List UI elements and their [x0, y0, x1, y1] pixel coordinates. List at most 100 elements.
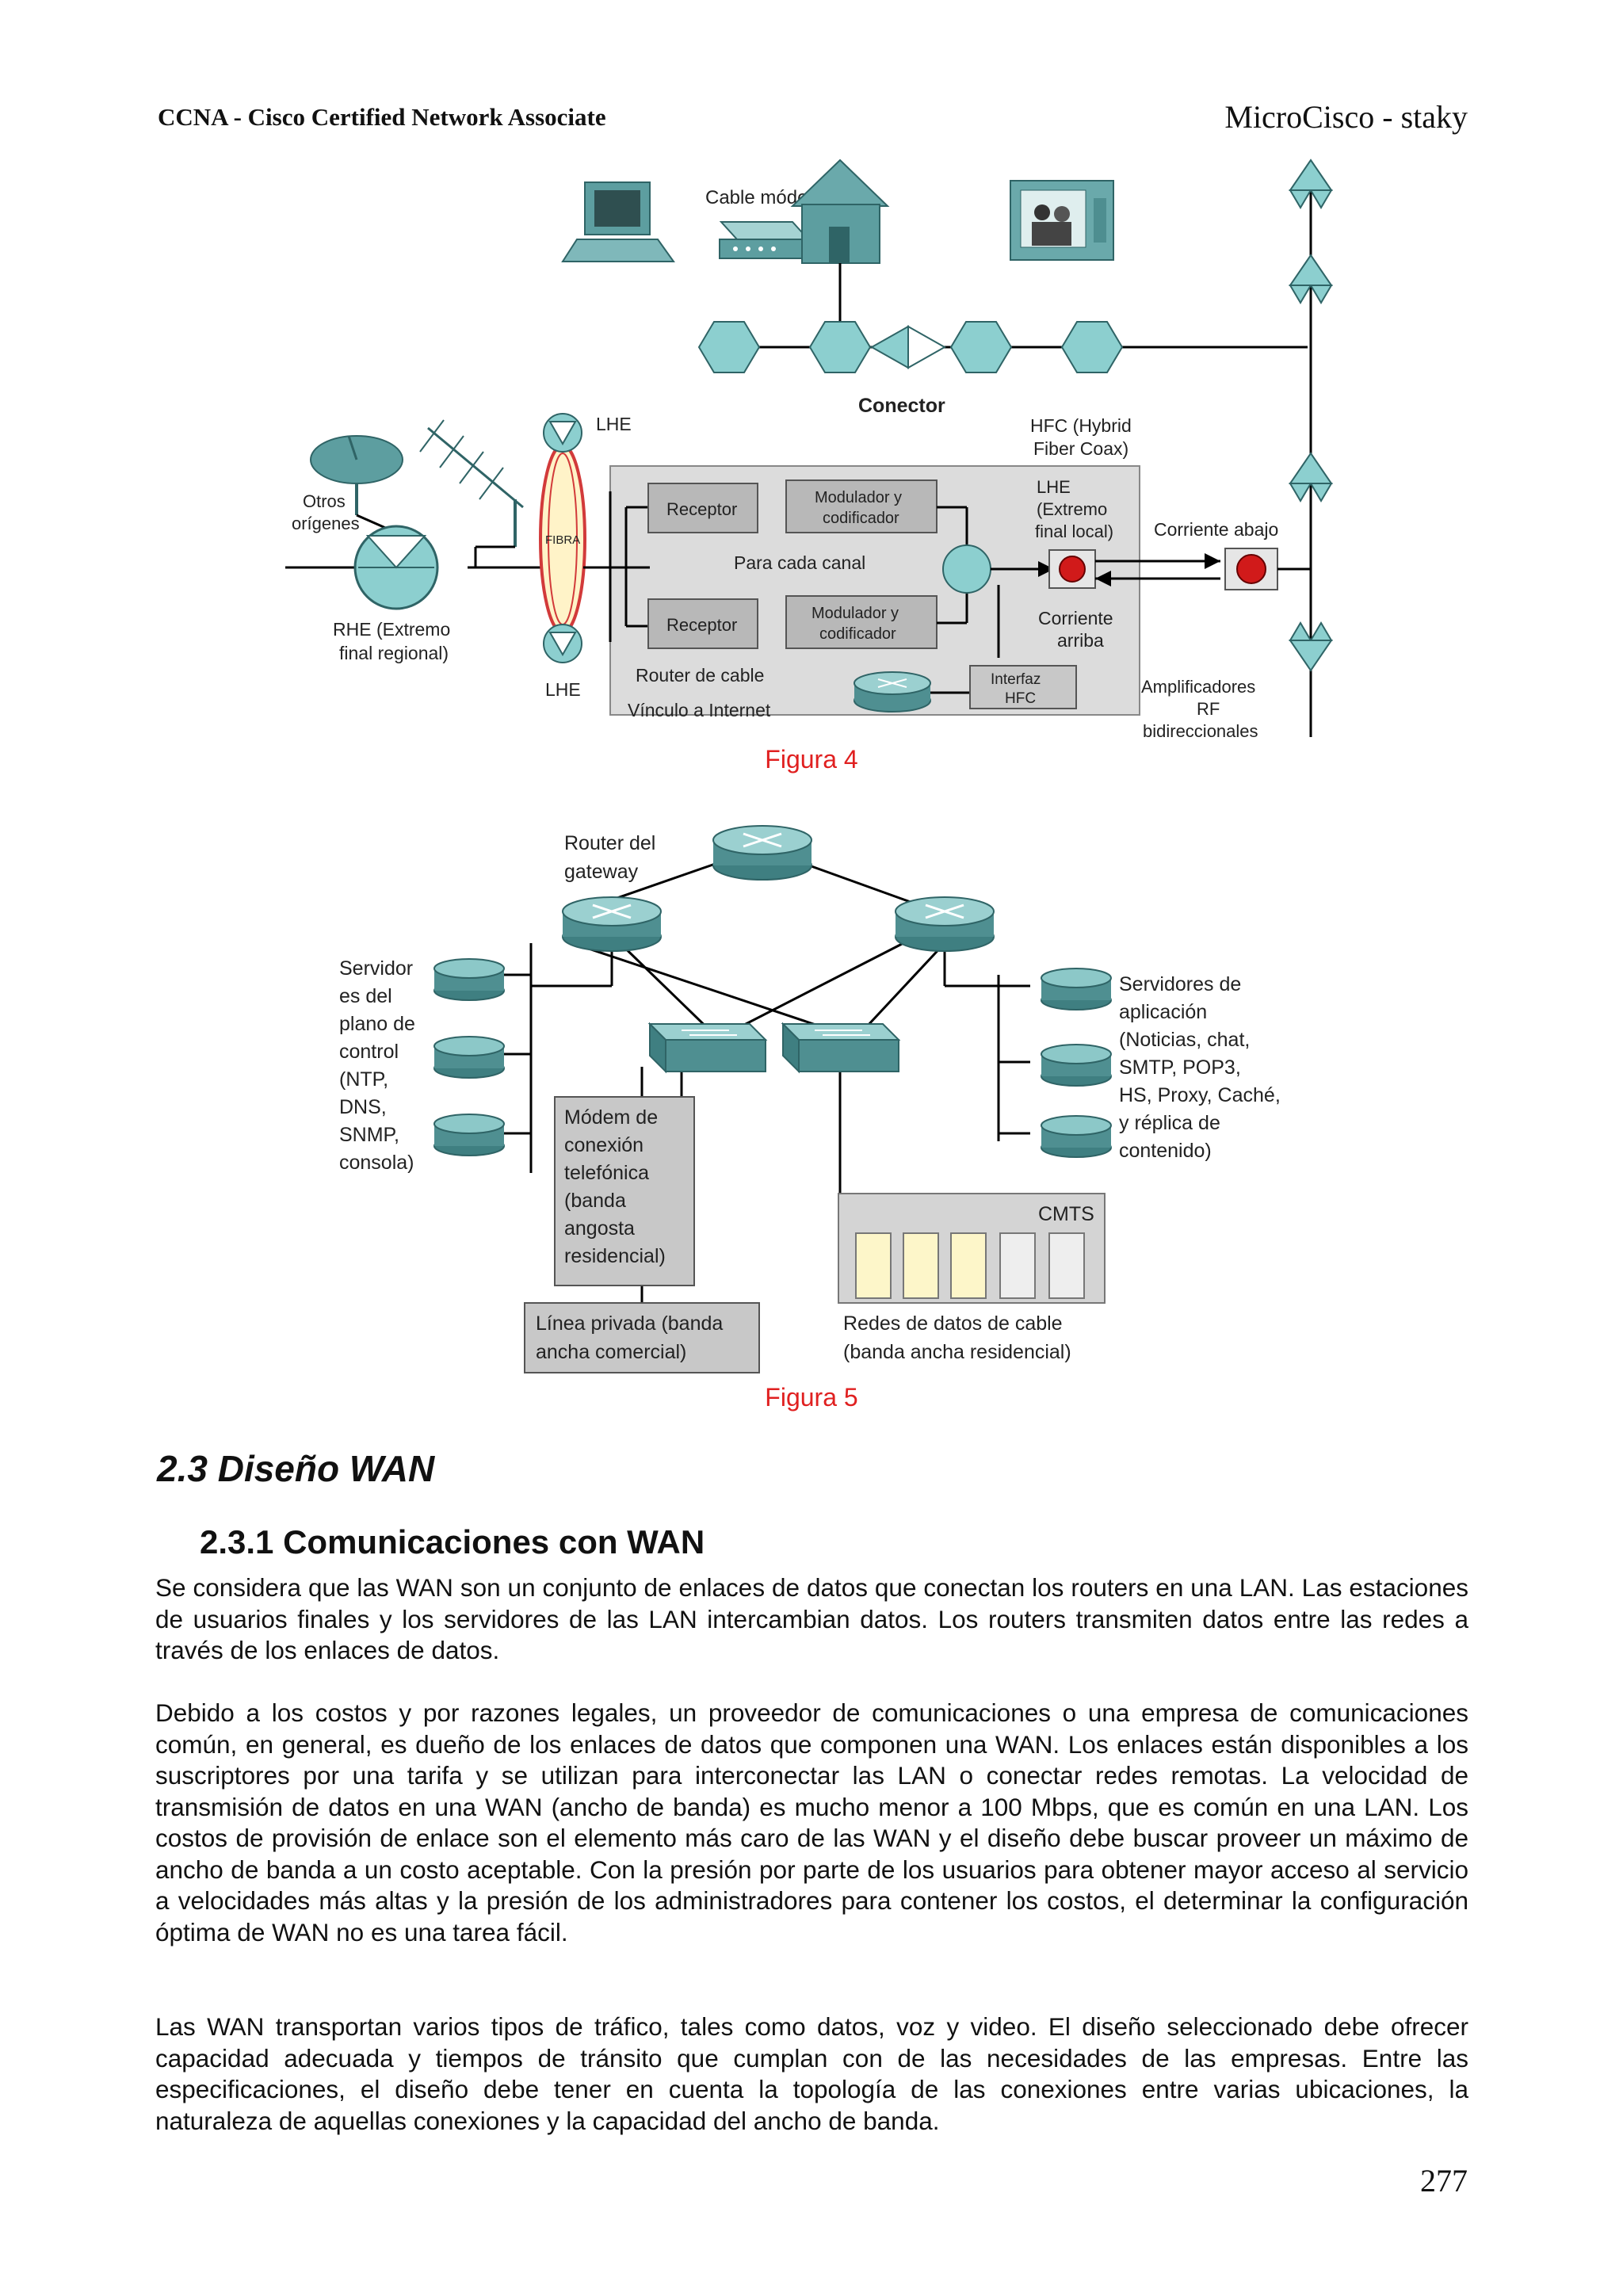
router-icon: [894, 896, 995, 953]
server-icon: [1041, 1115, 1112, 1158]
label-linea-1: Línea privada (banda: [536, 1312, 723, 1335]
label-serv-ctrl-7: SNMP,: [339, 1124, 399, 1146]
label-cmts: CMTS: [1038, 1203, 1094, 1225]
label-serv-app-7: contenido): [1119, 1140, 1212, 1162]
label-modem-3: telefónica: [564, 1162, 649, 1184]
gateway-router-icon: [561, 896, 663, 953]
label-router-gw-2: gateway: [564, 861, 639, 883]
label-rhe-1: RHE (Extremo: [333, 619, 450, 640]
label-lhe-ext-2: (Extremo: [1037, 499, 1107, 519]
label-modem-5: angosta: [564, 1217, 635, 1240]
label-corriente-arriba-1: Corriente: [1038, 608, 1113, 628]
server-icon: [433, 1114, 505, 1156]
server-icon: [433, 1036, 505, 1079]
receptor-box: [647, 483, 758, 533]
label-modem-2: conexión: [564, 1134, 643, 1156]
page-number: 277: [1420, 2163, 1468, 2199]
label-hfc-2: Fiber Coax): [1033, 438, 1128, 459]
computer-icon: [561, 181, 675, 262]
rf-amplifier-stack-bottom: [1289, 452, 1333, 672]
figure-4-caption: Figura 4: [765, 745, 858, 774]
server-icon: [1041, 968, 1112, 1010]
paragraph-2: Debido a los costos y por razones legale…: [155, 1698, 1468, 1946]
label-vinculo: Vínculo a Internet: [628, 700, 771, 720]
label-hfc-1: HFC (Hybrid: [1030, 415, 1132, 436]
rhe-amplifier-icon: [353, 525, 439, 610]
figure-4-cable-diagram: Cable módem Conector: [269, 151, 1363, 753]
label-modem-1: Módem de: [564, 1106, 658, 1129]
server-icon: [433, 958, 505, 1001]
paragraph-1: Se considera que las WAN son un conjunto…: [155, 1573, 1468, 1664]
tap-hexagon: [808, 321, 872, 373]
label-conector: Conector: [858, 395, 945, 417]
router-icon: [712, 824, 813, 881]
label-lhe-ext-3: final local): [1035, 521, 1113, 541]
satellite-dish-icon: [310, 435, 403, 515]
label-redes-1: Redes de datos de cable: [843, 1312, 1063, 1335]
label-lhe-top: LHE: [596, 414, 632, 434]
label-lhe-ext-1: LHE: [1037, 477, 1071, 497]
label-mod-1a: Modulador y: [815, 489, 902, 506]
label-modem-6: residencial): [564, 1245, 666, 1267]
paragraph-3: Las WAN transportan varios tipos de tráf…: [155, 2012, 1468, 2135]
label-serv-ctrl-4: control: [339, 1041, 399, 1063]
rf-amplifier-stack-top: [1289, 159, 1333, 304]
control-servers-label: Servidor es del plano de control (NTP, D…: [339, 957, 415, 1174]
label-lhe-bottom: LHE: [545, 679, 581, 700]
modem-box: [554, 1096, 695, 1286]
lhe-amplifier-top-icon: [543, 413, 582, 453]
cmts-card: [999, 1232, 1036, 1299]
modulator-box: [785, 479, 938, 533]
switch-icon: [649, 1023, 766, 1072]
label-serv-app-5: HS, Proxy, Caché,: [1119, 1084, 1281, 1106]
label-linea-2: ancha comercial): [536, 1341, 686, 1363]
label-modem-4: (banda: [564, 1190, 626, 1212]
combiner-icon: [942, 544, 991, 594]
label-mod-1b: codificador: [823, 510, 899, 527]
television-icon: [1010, 180, 1114, 261]
linea-privada-box: [524, 1302, 760, 1373]
section-heading: 2.3 Diseño WAN: [157, 1448, 435, 1489]
label-interfaz-2: HFC: [1005, 690, 1036, 707]
server-icon: [1041, 1044, 1112, 1087]
label-serv-ctrl-3: plano de: [339, 1013, 415, 1035]
amplifier-icon: [869, 325, 947, 369]
label-serv-app-2: aplicación: [1119, 1001, 1207, 1023]
lhe-amplifier-bottom-icon: [543, 624, 582, 663]
label-corriente-abajo: Corriente abajo: [1154, 519, 1278, 540]
label-serv-ctrl-1: Servidor: [339, 957, 413, 980]
figure-5-network-diagram: Router del gateway Servidor es del plano…: [317, 800, 1331, 1387]
interfaz-hfc-box: [969, 665, 1077, 709]
house-icon: [790, 159, 890, 264]
antenna-icon: [419, 419, 524, 547]
label-serv-app-3: (Noticias, chat,: [1119, 1029, 1250, 1051]
label-serv-ctrl-8: consola): [339, 1152, 414, 1174]
label-mod-2b: codificador: [819, 625, 896, 643]
label-interfaz-1: Interfaz: [991, 671, 1041, 688]
label-fibra: FIBRA: [545, 533, 580, 547]
label-mod-2a: Modulador y: [812, 605, 899, 622]
tap-hexagon: [1060, 321, 1124, 373]
label-serv-app-6: y réplica de: [1119, 1112, 1220, 1134]
label-amp-2: RF: [1197, 699, 1220, 719]
label-router-cable: Router de cable: [636, 665, 764, 686]
label-serv-ctrl-6: DNS,: [339, 1096, 387, 1118]
cmts-card: [903, 1232, 939, 1299]
subsection-heading: 2.3.1 Comunicaciones con WAN: [200, 1523, 705, 1561]
receptor-box: [647, 598, 758, 649]
modulator-box: [785, 595, 938, 649]
label-serv-ctrl-5: (NTP,: [339, 1068, 388, 1091]
label-otros-1: Otros: [303, 491, 346, 511]
cmts-card: [950, 1232, 987, 1299]
cmts-card: [1048, 1232, 1085, 1299]
cable-modem-icon: [719, 221, 811, 259]
label-redes-2: (banda ancha residencial): [843, 1341, 1071, 1363]
application-servers-label: Servidores de aplicación (Noticias, chat…: [1119, 973, 1281, 1162]
label-serv-ctrl-2: es del: [339, 985, 392, 1007]
lhe-node-indicator-icon: [1059, 556, 1086, 583]
label-serv-app-1: Servidores de: [1119, 973, 1241, 995]
header-author: MicroCisco - staky: [1224, 99, 1468, 135]
label-amp-1: Amplificadores: [1141, 677, 1255, 697]
label-receptor-2: Receptor: [666, 615, 737, 635]
label-receptor-1: Receptor: [666, 499, 737, 519]
